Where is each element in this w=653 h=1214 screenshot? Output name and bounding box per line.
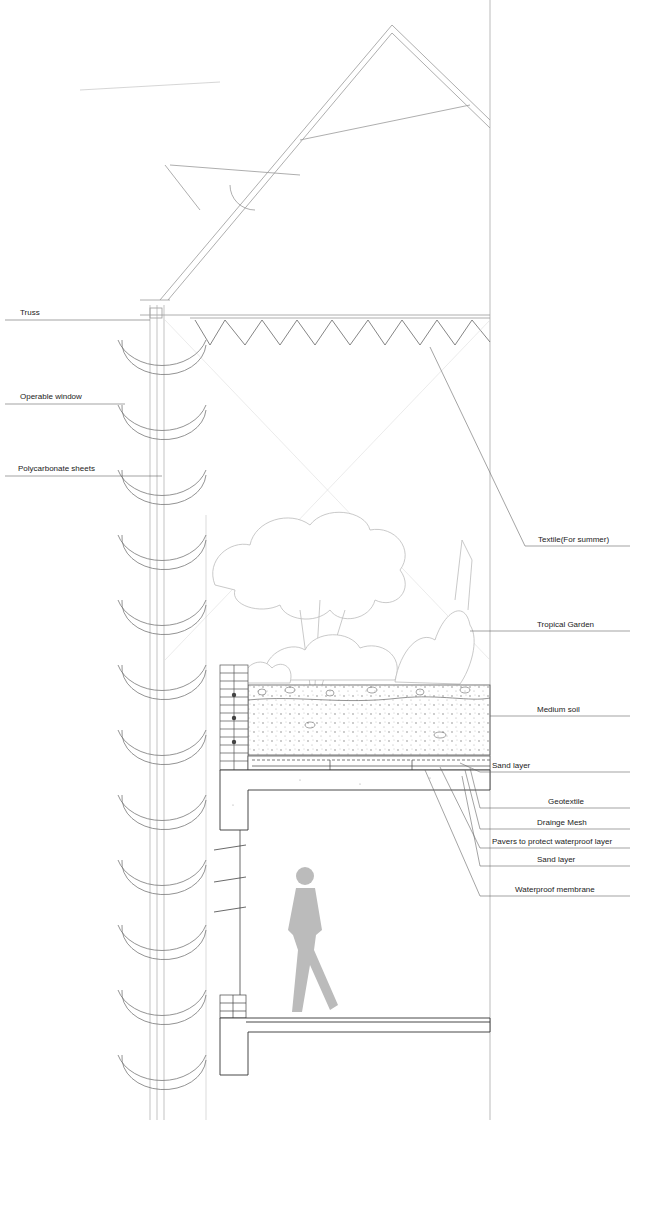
- part-label: Tropical Garden: [537, 620, 594, 630]
- part-label: Medium soil: [537, 705, 580, 715]
- part-label: Polycarbonate sheets: [18, 464, 95, 474]
- part-label: Operable window: [20, 392, 82, 402]
- part-label: Geotextile: [548, 797, 584, 807]
- part-label: Pavers to protect waterproof layer: [492, 837, 612, 847]
- part-label: Textile(For summer): [538, 535, 609, 545]
- part-label: Drainge Mesh: [537, 818, 587, 828]
- part-label: Waterproof membrane: [515, 885, 595, 895]
- part-label: Truss: [20, 308, 40, 318]
- part-label: Sand layer: [492, 761, 530, 771]
- part-label: Sand layer: [537, 855, 575, 865]
